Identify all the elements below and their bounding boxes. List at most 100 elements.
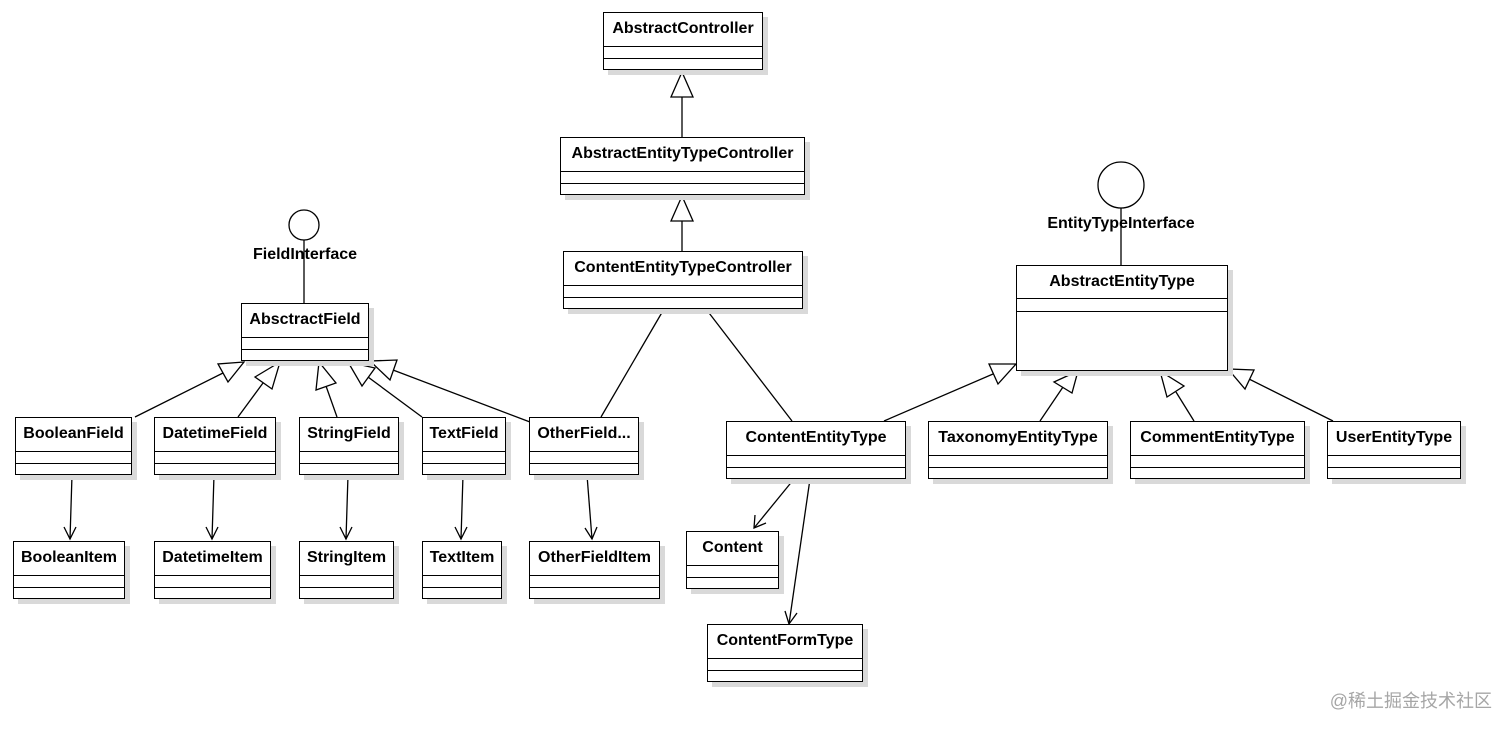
class-name: Content [687, 532, 778, 566]
class-name: OtherField... [530, 418, 638, 452]
class-attributes [1017, 299, 1227, 312]
class-text-item[interactable]: TextItem [422, 541, 502, 599]
class-attributes [423, 452, 505, 464]
class-taxonomy-entity-type[interactable]: TaxonomyEntityType [928, 421, 1108, 479]
class-attributes [155, 452, 275, 464]
class-string-field[interactable]: StringField [299, 417, 399, 475]
association-arrowhead [454, 526, 468, 541]
class-boolean-item[interactable]: BooleanItem [13, 541, 125, 599]
class-abstract-entity-type[interactable]: AbstractEntityType [1016, 265, 1228, 371]
class-name: ContentEntityType [727, 422, 905, 456]
class-attributes [14, 576, 124, 588]
class-name: UserEntityType [1328, 422, 1460, 456]
class-name: AbstractController [604, 13, 762, 47]
edge-sf-si [345, 474, 349, 540]
edge-of-ofi [586, 474, 593, 540]
class-boolean-field[interactable]: BooleanField [15, 417, 132, 475]
class-content-entity-type[interactable]: ContentEntityType [726, 421, 906, 479]
class-attributes [687, 566, 778, 578]
class-name: OtherFieldItem [530, 542, 659, 576]
edge-cetc-of [600, 308, 665, 418]
class-abstract-controller[interactable]: AbstractController [603, 12, 763, 70]
edge-tf-af [367, 376, 423, 418]
entity-type-interface-label: EntityTypeInterface [1047, 215, 1195, 232]
class-text-field[interactable]: TextField [422, 417, 506, 475]
class-name: TaxonomyEntityType [929, 422, 1107, 456]
class-attributes [530, 576, 659, 588]
inheritance-arrowhead [670, 70, 694, 98]
class-name: StringField [300, 418, 398, 452]
association-arrowhead [339, 526, 353, 541]
class-name: AbsctractField [242, 304, 368, 338]
class-other-field[interactable]: OtherField... [529, 417, 639, 475]
field-interface-label: FieldInterface [252, 246, 358, 263]
edge-cet-cft [788, 478, 811, 625]
inheritance-arrowhead [368, 359, 398, 382]
field-interface-circle [288, 209, 320, 241]
class-name: AbstractEntityType [1017, 266, 1227, 299]
inheritance-arrowhead [1226, 368, 1256, 391]
association-arrowhead [63, 526, 77, 541]
association-arrowhead [753, 514, 767, 530]
edge-sf-af [325, 385, 338, 418]
inheritance-arrowhead [346, 361, 377, 388]
edge-df-af [237, 382, 264, 418]
class-attributes [300, 576, 393, 588]
class-attributes [1328, 456, 1460, 468]
edge-bf-af [134, 372, 224, 418]
inheritance-arrowhead [216, 361, 246, 384]
class-content-entity-type-controller[interactable]: ContentEntityTypeController [563, 251, 803, 309]
class-attributes [300, 452, 398, 464]
class-name: CommentEntityType [1131, 422, 1304, 456]
class-content-form-type[interactable]: ContentFormType [707, 624, 863, 682]
class-other-field-item[interactable]: OtherFieldItem [529, 541, 660, 599]
entity-type-interface-circle [1097, 161, 1145, 209]
edge-cet-content [753, 478, 795, 529]
inheritance-arrowhead [315, 360, 338, 391]
class-content[interactable]: Content [686, 531, 779, 589]
edge-df-di [211, 474, 215, 540]
class-attributes [727, 456, 905, 468]
edge-comet-aet [1175, 391, 1195, 422]
edge-of-af [392, 369, 531, 423]
class-name: ContentFormType [708, 625, 862, 659]
association-arrowhead [584, 526, 598, 541]
edge-cetc-cet [705, 308, 793, 422]
class-comment-entity-type[interactable]: CommentEntityType [1130, 421, 1305, 479]
edge-tet-aet [1039, 386, 1064, 422]
class-name: ContentEntityTypeController [564, 252, 802, 286]
class-attributes [604, 47, 762, 59]
edge-bf-bi [69, 474, 73, 540]
class-user-entity-type[interactable]: UserEntityType [1327, 421, 1461, 479]
class-attributes [561, 172, 804, 184]
class-abstract-entity-type-controller[interactable]: AbstractEntityTypeController [560, 137, 805, 195]
watermark: @稀土掘金技术社区 [1329, 691, 1492, 711]
class-string-item[interactable]: StringItem [299, 541, 394, 599]
class-datetime-item[interactable]: DatetimeItem [154, 541, 271, 599]
class-attributes [564, 286, 802, 298]
class-name: StringItem [300, 542, 393, 576]
class-attributes [16, 452, 131, 464]
inheritance-arrowhead [1158, 369, 1186, 399]
class-name: DatetimeItem [155, 542, 270, 576]
inheritance-arrowhead [1052, 369, 1079, 395]
class-datetime-field[interactable]: DatetimeField [154, 417, 276, 475]
edge-uet-aet [1248, 378, 1334, 422]
class-attributes [242, 338, 368, 350]
class-attributes [423, 576, 501, 588]
class-name: TextItem [423, 542, 501, 576]
class-name: BooleanField [16, 418, 131, 452]
inheritance-arrowhead [670, 194, 694, 222]
class-name: AbstractEntityTypeController [561, 138, 804, 172]
edge-cet-aet [883, 373, 994, 422]
class-name: TextField [423, 418, 505, 452]
class-absctract-field[interactable]: AbsctractField [241, 303, 369, 361]
class-attributes [708, 659, 862, 671]
class-attributes [1131, 456, 1304, 468]
association-arrowhead [205, 526, 219, 541]
class-attributes [929, 456, 1107, 468]
inheritance-arrowhead [253, 360, 282, 391]
class-attributes [155, 576, 270, 588]
